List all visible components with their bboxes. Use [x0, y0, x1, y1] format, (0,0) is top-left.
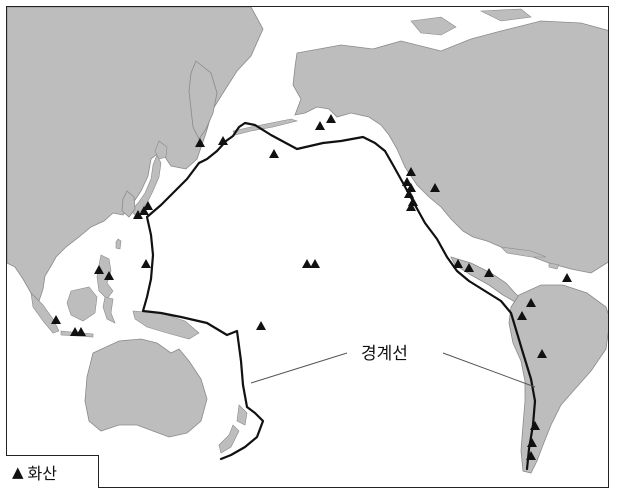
volcano-marker [269, 149, 279, 158]
volcano-marker [562, 273, 572, 282]
volcano-marker [526, 451, 536, 460]
volcano-marker [484, 268, 494, 277]
volcano-marker [527, 438, 537, 447]
boundary-label: 경계선 [357, 343, 412, 365]
new-zealand-south-island [218, 424, 240, 454]
volcano-marker [530, 421, 540, 430]
arctic-island-2 [479, 8, 532, 22]
volcano-marker [143, 201, 153, 210]
volcano-marker [526, 298, 536, 307]
new-zealand-north-island [236, 404, 248, 426]
volcano-marker [133, 210, 143, 219]
volcano-marker [430, 183, 440, 192]
volcano-marker [51, 315, 61, 324]
label-leader-east [442, 352, 536, 388]
volcano-marker [406, 202, 416, 211]
volcano-markers [51, 114, 572, 460]
volcano-marker [139, 206, 149, 215]
volcano-marker [453, 259, 463, 268]
legend-label: 화산 [27, 464, 57, 483]
volcano-marker [315, 121, 325, 130]
volcano-marker [404, 189, 414, 198]
map-overlay [51, 114, 572, 471]
volcano-marker [517, 311, 527, 320]
korean-peninsula [121, 190, 136, 218]
volcano-marker [218, 136, 228, 145]
volcano-marker [406, 167, 416, 176]
volcano-marker [402, 177, 412, 186]
borneo-island [66, 286, 98, 322]
australia-landmass [84, 338, 208, 438]
taiwan-island [115, 238, 122, 250]
volcano-marker [76, 327, 86, 336]
label-leader-west [250, 352, 348, 384]
caribbean-islands [548, 262, 560, 270]
sulawesi-island [102, 296, 116, 324]
arctic-islands [410, 16, 457, 36]
volcano-marker [464, 263, 474, 272]
volcano-marker [302, 259, 312, 268]
volcano-marker [408, 197, 418, 206]
triangle-icon: ▲ [12, 463, 24, 481]
volcano-marker [326, 114, 336, 123]
volcano-marker [104, 271, 114, 280]
volcano-marker [537, 349, 547, 358]
japan-islands [130, 154, 162, 216]
plate-boundary-west [141, 161, 265, 461]
map-frame: 경계선 [6, 6, 609, 488]
volcano-marker [94, 265, 104, 274]
volcano-marker [141, 259, 151, 268]
volcano-marker [195, 138, 205, 147]
volcano-marker [310, 259, 320, 268]
plate-boundary-line [197, 121, 537, 471]
north-america-landmass [292, 20, 608, 274]
hokkaido-island [154, 140, 168, 160]
volcano-marker [406, 183, 416, 192]
volcano-marker [256, 321, 266, 330]
map-legend: ▲ 화산 [6, 455, 99, 488]
kamchatka-peninsula [188, 60, 218, 140]
cuba-island [500, 246, 547, 258]
